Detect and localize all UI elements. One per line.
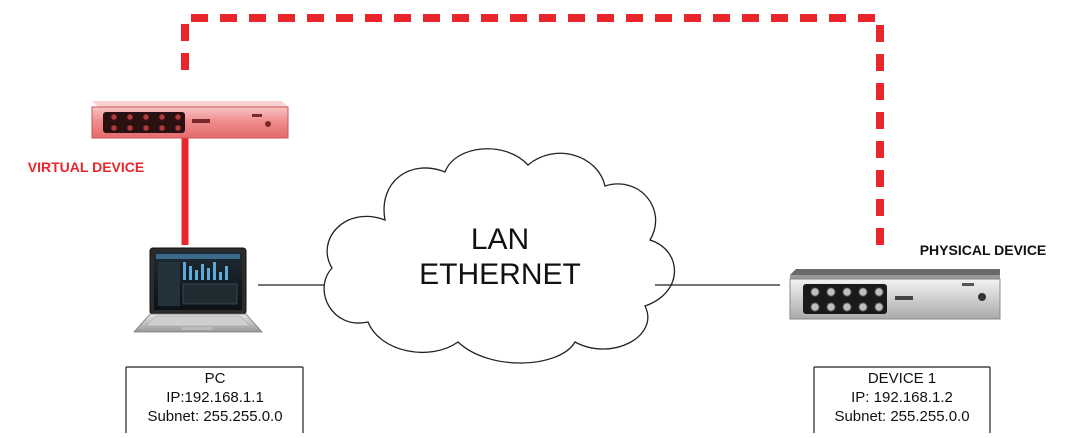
device1-ip: IP: 192.168.1.2 [851, 389, 953, 406]
laptop-icon [133, 247, 263, 333]
cloud-label-ethernet: ETHERNET [419, 258, 581, 291]
device1-info-box [813, 366, 991, 433]
pc-name: PC [205, 370, 226, 387]
lan-cloud [323, 148, 675, 364]
pc-subnet: Subnet: 255.255.0.0 [147, 408, 282, 425]
pc-info-box [125, 366, 304, 433]
pc-ip: IP:192.168.1.1 [166, 389, 264, 406]
device1-name: DEVICE 1 [868, 370, 936, 387]
device1-subnet: Subnet: 255.255.0.0 [834, 408, 969, 425]
virtual-device [91, 101, 289, 139]
physical-device-label: PHYSICAL DEVICE [920, 242, 1047, 258]
virtual-device-label: VIRTUAL DEVICE [28, 159, 144, 175]
cloud-label-lan: LAN [471, 223, 529, 256]
physical-device [789, 269, 1001, 320]
